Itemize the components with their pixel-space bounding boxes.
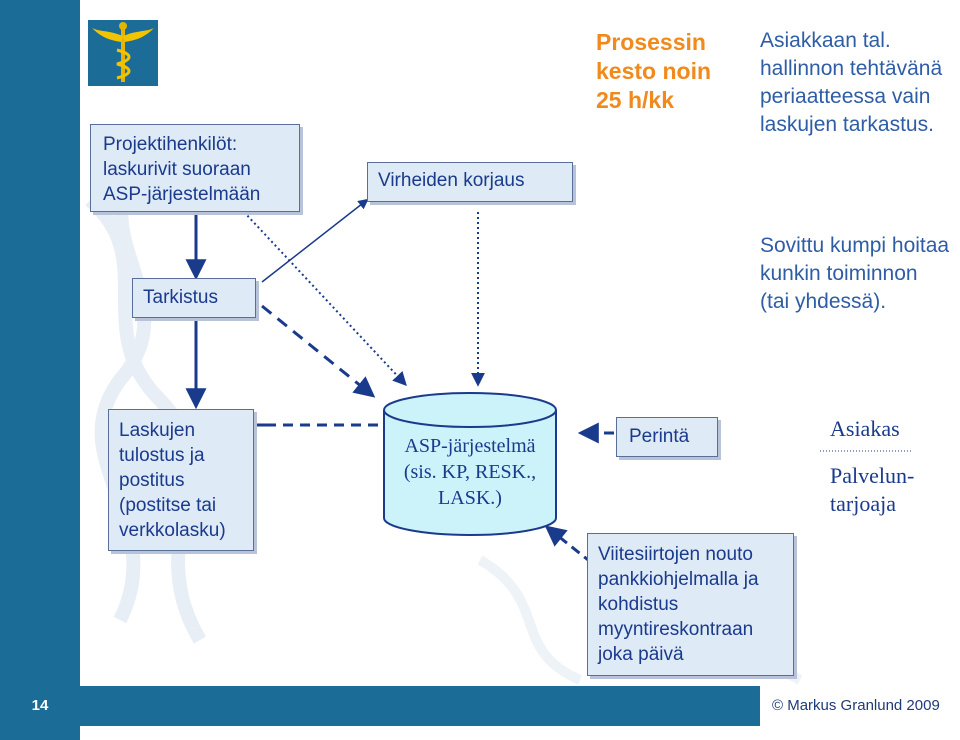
caduceus-logo bbox=[88, 20, 158, 86]
process-duration-note: Prosessin kesto noin 25 h/kk bbox=[596, 29, 712, 113]
slide-number: 14 bbox=[31, 697, 49, 714]
tarkistus-label: Tarkistus bbox=[143, 287, 218, 308]
laskujen-tulostus-box: Laskujen tulostus ja postitus (postitse … bbox=[108, 409, 254, 551]
arrow-tarkistus-to-database bbox=[261, 304, 376, 398]
left-sidebar-bar bbox=[0, 0, 80, 740]
database-cylinder bbox=[383, 392, 557, 536]
projektihenkilot-label: Projektihenkilöt: laskurivit suoraan ASP… bbox=[103, 134, 261, 205]
perinta-label: Perintä bbox=[629, 426, 690, 447]
laskujen-tulostus-label: Laskujen tulostus ja postitus (postitse … bbox=[119, 420, 226, 541]
arrow-viitesiirtojen-to-database bbox=[544, 525, 593, 565]
database-label: ASP-järjestelmä (sis. KP, RESK., LASK.) bbox=[403, 435, 537, 509]
arrow-tarkistus-to-virheiden bbox=[261, 198, 369, 283]
legend-asiakas: Asiakas bbox=[830, 416, 900, 441]
legend-palveluntarjoaja: Palvelun-tarjoaja bbox=[830, 463, 915, 516]
viitesiirtojen-label: Viitesiirtojen nouto pankkiohjelmalla ja… bbox=[598, 544, 759, 665]
right-note-agreement: Sovittu kumpi hoitaa kunkin toiminnon (t… bbox=[760, 234, 950, 313]
right-note-responsibility: Asiakkaan tal. hallinnon tehtävänä peria… bbox=[760, 29, 943, 136]
virheiden-korjaus-box: Virheiden korjaus bbox=[367, 162, 573, 202]
arrow-projekti-to-database bbox=[243, 211, 407, 387]
virheiden-korjaus-label: Virheiden korjaus bbox=[378, 170, 525, 191]
viitesiirtojen-box: Viitesiirtojen nouto pankkiohjelmalla ja… bbox=[587, 533, 794, 676]
copyright-credit: © Markus Granlund 2009 bbox=[760, 686, 960, 726]
caduceus-icon bbox=[92, 22, 154, 82]
perinta-box: Perintä bbox=[616, 417, 718, 457]
projektihenkilot-box: Projektihenkilöt: laskurivit suoraan ASP… bbox=[90, 124, 300, 212]
tarkistus-box: Tarkistus bbox=[132, 278, 256, 318]
